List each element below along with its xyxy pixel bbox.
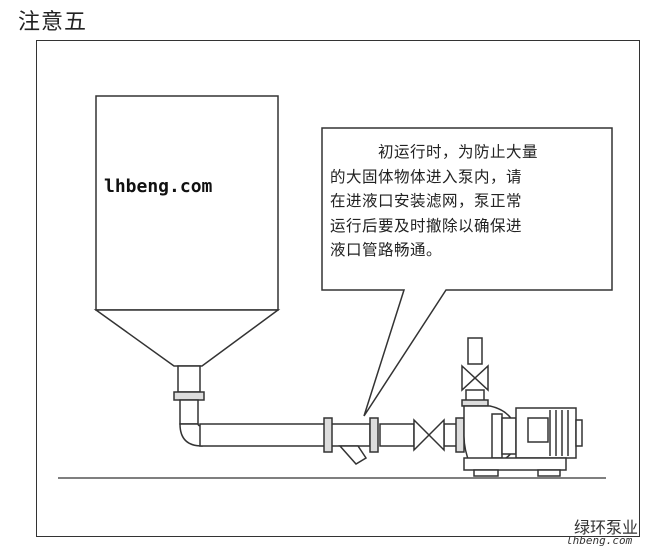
callout-line: 在进液口安装滤网，泵正常 [330, 192, 523, 210]
diagram-frame [36, 40, 640, 537]
watermark: lhbeng.com [104, 176, 213, 197]
callout-text: 初运行时，为防止大量 的大固体物体进入泵内，请 在进液口安装滤网，泵正常 运行后… [330, 140, 608, 263]
y-strainer [338, 445, 368, 465]
callout-line: 的大固体物体进入泵内，请 [330, 167, 523, 186]
pump-motor [515, 407, 583, 459]
brand-url: lhbeng.com [566, 534, 633, 547]
callout-line: 初运行时，为防止大量 [378, 143, 539, 161]
suction-valve [413, 418, 445, 452]
pipe-elbow [179, 423, 203, 447]
page-title: 注意五 [18, 10, 88, 35]
pump-base [463, 457, 567, 477]
pump-casing [463, 405, 517, 465]
brand-name: 绿环泵业 [574, 518, 639, 537]
callout-bubble [321, 127, 613, 417]
callout-line: 液口管路畅通。 [330, 241, 443, 259]
callout-line: 运行后要及时撤除以确保进 [330, 216, 523, 235]
discharge-pipe [461, 337, 489, 407]
storage-tank [93, 95, 281, 367]
tank-outlet-pipe [173, 365, 205, 425]
